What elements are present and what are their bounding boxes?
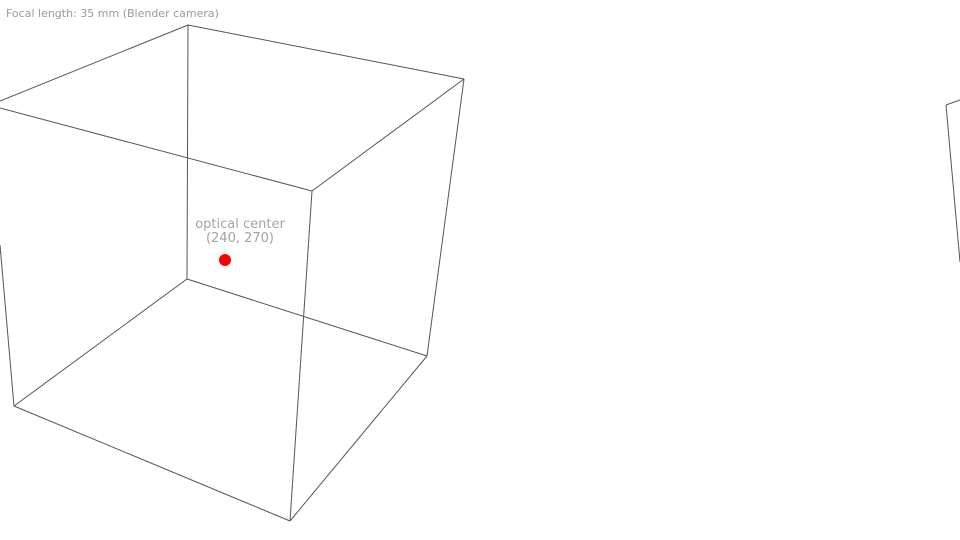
wireframe-cube-partial [945,99,960,263]
cube-edge [0,244,15,407]
optical-center-dot [219,254,231,266]
cube-edge [13,278,188,407]
cube-edge [945,104,960,263]
cube-edge [945,99,960,106]
cube-edge [13,405,291,522]
cube-edge [186,24,189,280]
cube-edge [289,355,428,522]
focal-length-caption: Focal length: 35 mm (Blender camera) [6,7,219,20]
cube-edge [0,24,189,102]
cube-edge [426,78,465,357]
cube-edge [186,278,428,357]
cube-edge [289,190,313,522]
cube-edge [187,24,465,80]
cube-edge [311,78,465,192]
optical-center-label: optical center (240, 270) [182,218,298,246]
optical-center-coords: (240, 270) [205,231,275,246]
cube-edge [0,107,313,192]
optical-center-title: optical center [195,217,285,232]
wireframe-cube [0,24,465,522]
